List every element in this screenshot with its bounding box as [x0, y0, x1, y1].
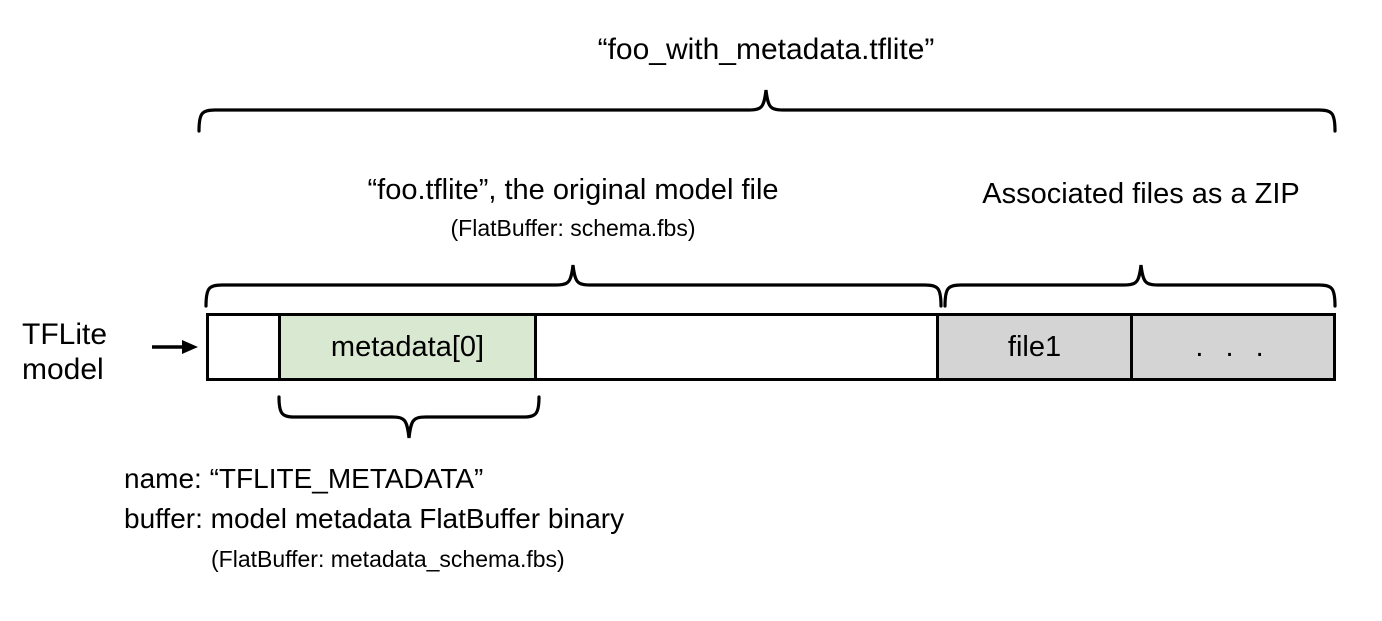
section-label-model-file: “foo.tflite”, the original model file [367, 174, 779, 206]
brace-associated-files [943, 264, 1337, 308]
metadata-note-buffer: buffer: model metadata FlatBuffer binary [124, 503, 625, 534]
segment-model-body [537, 316, 939, 378]
section-sublabel-model-file: (FlatBuffer: schema.fbs) [450, 215, 696, 241]
diagram-title: “foo_with_metadata.tflite” [597, 33, 935, 66]
metadata-note-name: name: “TFLITE_METADATA” [124, 463, 484, 494]
metadata-note-schema: (FlatBuffer: metadata_schema.fbs) [211, 546, 565, 572]
segment-leading-empty [209, 316, 281, 378]
segment-metadata-block: metadata[0] [281, 316, 537, 378]
section-label-associated-files: Associated files as a ZIP [982, 178, 1300, 210]
brace-model-file [204, 264, 943, 308]
left-label-line2: model [22, 353, 104, 386]
brace-top-level [197, 89, 1337, 133]
right-arrow-icon [152, 340, 198, 354]
tflite-model-bar: metadata[0] file1 . . . [206, 313, 1336, 381]
left-label-line1: TFLite [22, 318, 108, 351]
segment-zip-more: . . . [1133, 316, 1333, 378]
brace-metadata-detail [277, 395, 541, 439]
segment-zip-file1: file1 [939, 316, 1133, 378]
